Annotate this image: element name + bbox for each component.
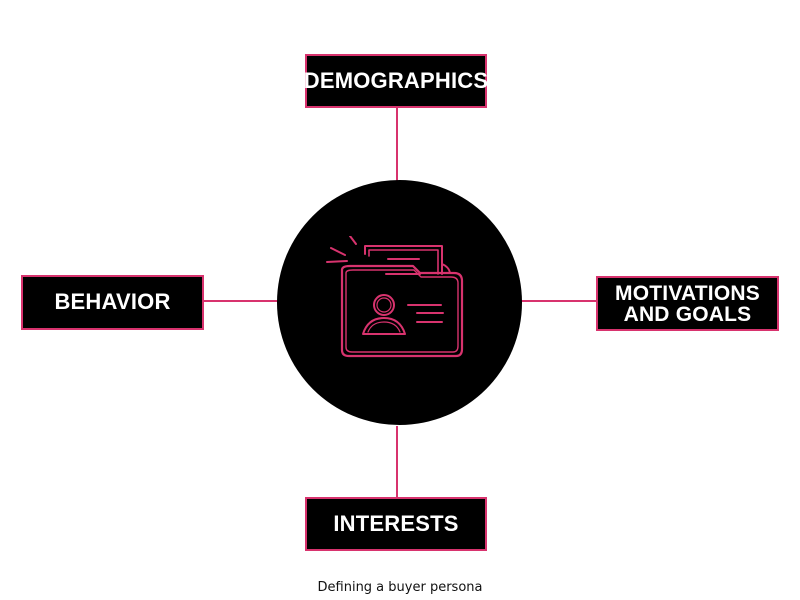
right-connector-line <box>521 300 598 302</box>
demographics-label: DEMOGRAPHICS <box>304 54 488 108</box>
behavior-label: BEHAVIOR <box>21 275 204 330</box>
motivations-and-goals-label: MOTIVATIONS AND GOALS <box>596 276 779 331</box>
center-circle <box>277 180 522 425</box>
bottom-connector-line <box>396 426 398 498</box>
left-connector-line <box>203 300 278 302</box>
interests-label: INTERESTS <box>305 497 487 551</box>
folder-user-profile-icon <box>326 236 464 358</box>
caption: Defining a buyer persona <box>317 580 483 595</box>
top-connector-line <box>396 106 398 182</box>
motivations-and-goals-text: MOTIVATIONS AND GOALS <box>615 281 760 326</box>
